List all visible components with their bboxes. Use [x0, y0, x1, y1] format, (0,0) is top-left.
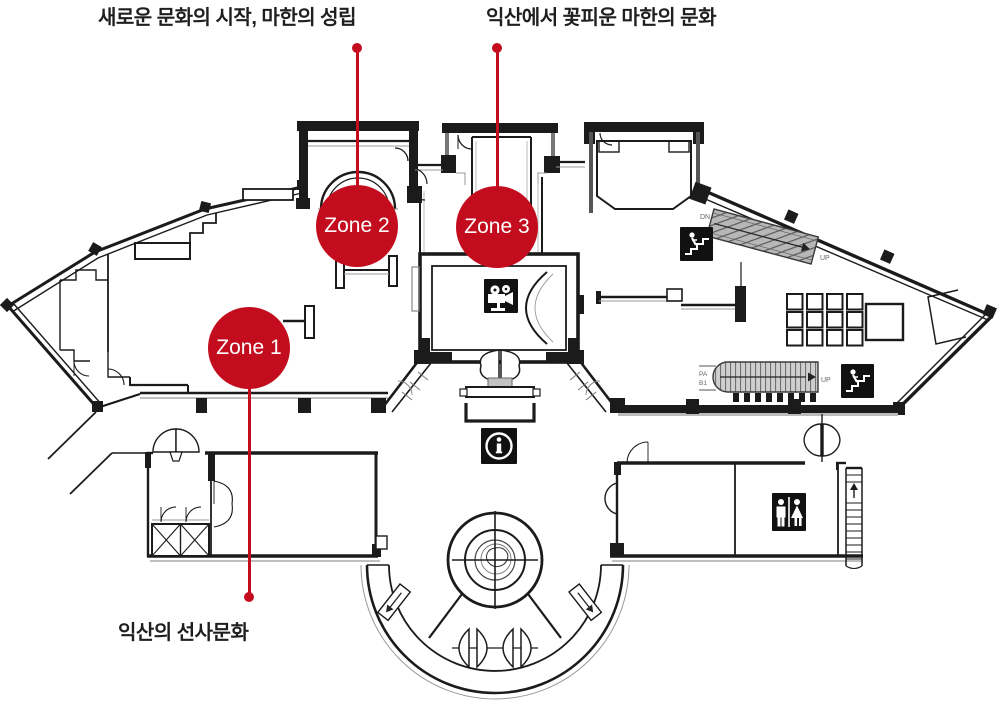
- zone2-leader-dot: [352, 43, 362, 53]
- zone1-label: Zone 1: [216, 336, 282, 359]
- side-staircase: [845, 466, 863, 570]
- rotunda: [446, 511, 544, 609]
- escalator-band-upper: DN UP: [700, 208, 830, 265]
- zone2-caption: 새로운 문화의 시작, 마한의 성립: [98, 7, 356, 29]
- zone3-vestibule: [441, 123, 560, 215]
- stair-label-b1: B1: [699, 380, 707, 387]
- corridor-bands: [378, 350, 625, 413]
- exhibit-case-grid: [786, 293, 905, 347]
- zone1-leader-dot: [244, 592, 254, 602]
- stair-label-up-bottom: UP: [821, 377, 831, 384]
- exhibit-tables: [283, 255, 398, 339]
- zone3-leader-dot: [492, 43, 502, 53]
- info-icon: [481, 428, 517, 464]
- zone3-leader-line: [496, 49, 499, 189]
- stair-label-up-top: UP: [820, 255, 830, 262]
- stair-band-lower: PA B1 UP: [699, 361, 831, 402]
- zone1-marker[interactable]: Zone 1: [208, 307, 290, 389]
- cinema-icon: [484, 279, 518, 313]
- rotunda-struts: [428, 593, 562, 639]
- zone3-caption: 익산에서 꽃피운 마한의 문화: [486, 7, 716, 29]
- right-hall-bottom-wall: [618, 399, 898, 416]
- zone3-label: Zone 3: [464, 215, 530, 238]
- zone2-marker[interactable]: Zone 2: [316, 185, 398, 267]
- stair-label-dn: DN: [700, 214, 710, 221]
- escalator-icon: [839, 362, 876, 400]
- restroom-icon: [772, 493, 806, 531]
- stair-label-pa: PA: [699, 371, 708, 378]
- zone2-label: Zone 2: [324, 214, 390, 237]
- bottom-left-room: [145, 428, 388, 562]
- zigzag-wall: [596, 262, 746, 322]
- room-connector-walls: [410, 160, 585, 254]
- zone1-caption: 익산의 선사문화: [118, 622, 249, 644]
- bottom-right-room: [604, 414, 863, 562]
- escalator-icon: [678, 225, 715, 263]
- center-doors-podium: [459, 349, 541, 423]
- entrance-arc: [360, 564, 630, 700]
- zone3-marker[interactable]: Zone 3: [456, 186, 538, 268]
- zone1-leader-line: [248, 388, 251, 598]
- zone2-leader-line: [356, 49, 359, 187]
- outer-wall-posts: [0, 180, 997, 415]
- top-right-room: [584, 122, 712, 213]
- left-wing-interior: [59, 213, 388, 413]
